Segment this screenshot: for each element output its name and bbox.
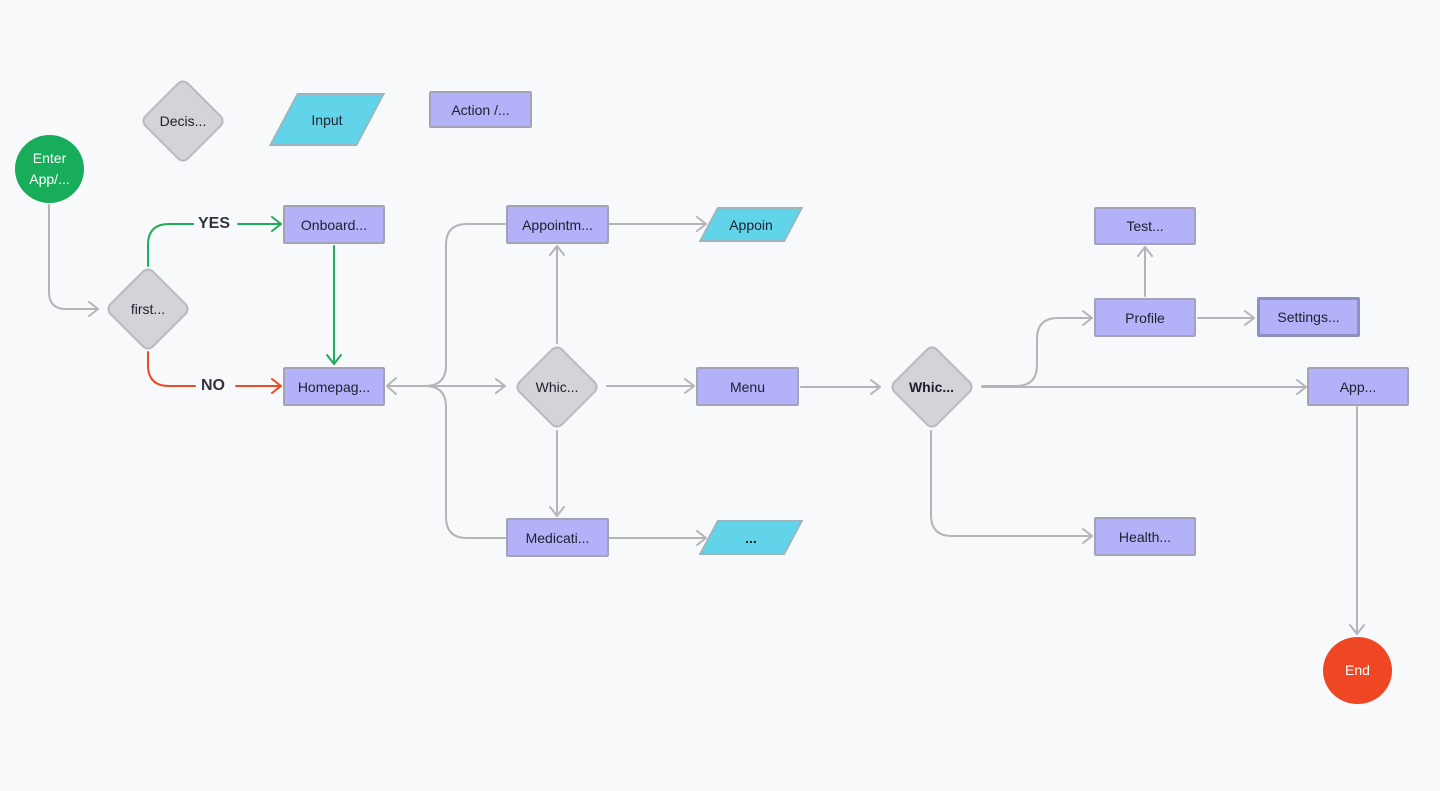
homepage-node-label: Homepag... [297,378,371,395]
medication-input-node[interactable]: ... [698,520,804,555]
decision-which-1-label: Whic... [535,379,579,395]
legend-input-label: Input [311,111,343,128]
arrowhead [684,378,695,394]
arrowhead [1296,379,1307,395]
edge-which2-health [930,430,1093,537]
arrowhead [1137,246,1153,257]
health-node-label: Health... [1118,528,1172,545]
medication-input-label: ... [745,529,757,546]
profile-node[interactable]: Profile [1094,298,1196,337]
app-node[interactable]: App... [1307,367,1409,406]
start-node[interactable]: Enter App/... [15,135,84,203]
decision-first-label: first... [130,301,166,317]
appointment-input-label: Appoin [729,216,773,233]
arrowhead [549,506,565,517]
edge-branch-appointment [424,223,506,387]
legend-action[interactable]: Action /... [429,91,532,128]
test-node[interactable]: Test... [1094,207,1196,245]
arrowhead [495,378,506,394]
arrowhead [696,216,707,232]
homepage-node[interactable]: Homepag... [283,367,385,406]
arrowhead [271,378,282,394]
arrowhead [386,377,397,395]
arrowhead [1082,310,1093,326]
menu-node[interactable]: Menu [696,367,799,406]
decision-which-2[interactable]: Whic... [881,343,982,431]
legend-decision[interactable]: Decis... [133,77,233,165]
arrowhead [88,301,99,317]
legend-input[interactable]: Input [268,93,386,146]
medication-node[interactable]: Medicati... [506,518,609,557]
menu-node-label: Menu [729,378,766,395]
decision-first[interactable]: first... [98,265,198,353]
start-node-label: Enter App/... [29,150,70,187]
arrowhead [271,216,282,232]
edge-first-no [147,351,196,387]
legend-decision-label: Decis... [159,113,207,129]
arrowhead [549,245,565,256]
onboarding-node[interactable]: Onboard... [283,205,385,244]
end-node[interactable]: End [1323,637,1392,704]
edge-branch-medication [424,385,506,539]
arrowhead [1244,310,1255,326]
end-node-label: End [1345,662,1370,678]
profile-node-label: Profile [1125,309,1165,326]
medication-node-label: Medicati... [525,529,590,546]
yes-label: YES [194,215,235,233]
edge-first-yes [147,223,196,267]
appointment-node[interactable]: Appointm... [506,205,609,244]
no-label: NO [197,377,229,395]
test-node-label: Test... [1126,218,1164,234]
legend-action-label: Action /... [451,101,510,118]
arrowhead [870,379,881,395]
onboarding-node-label: Onboard... [300,216,368,233]
settings-node[interactable]: Settings... [1257,297,1360,337]
arrowhead [326,354,342,365]
edge-which2-profile [981,317,1093,387]
arrowhead [1349,624,1365,635]
appointment-input-node[interactable]: Appoin [698,207,804,242]
app-node-label: App... [1339,378,1377,395]
settings-node-label: Settings... [1277,309,1340,325]
edge-enter-first [48,204,99,310]
health-node[interactable]: Health... [1094,517,1196,556]
arrowhead [1082,528,1093,544]
arrowhead [696,530,707,546]
decision-which-1[interactable]: Whic... [507,343,607,431]
decision-which-2-label: Whic... [908,379,955,395]
appointment-node-label: Appointm... [522,216,593,233]
